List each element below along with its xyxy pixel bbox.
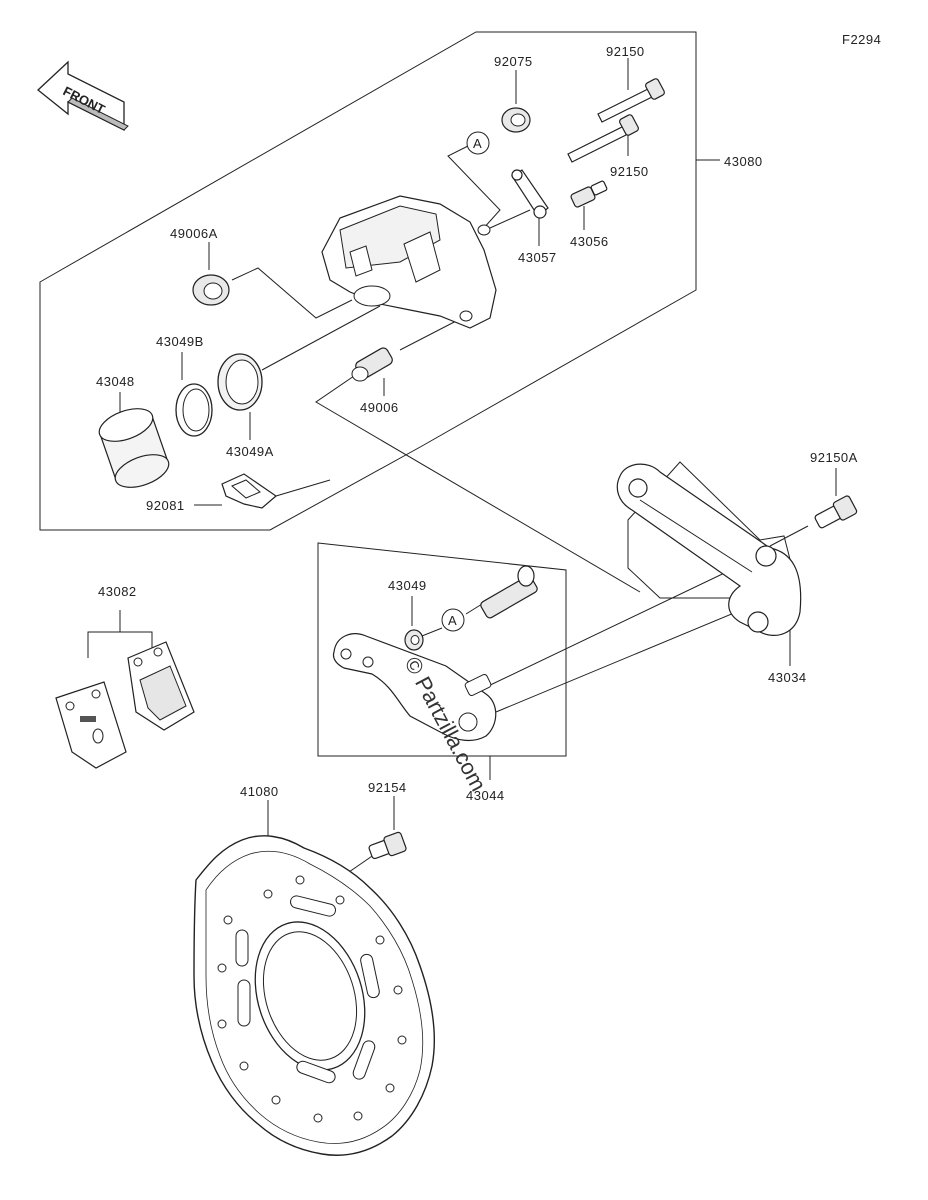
piston-43048 bbox=[98, 408, 170, 488]
brake-pad-left bbox=[55, 681, 127, 769]
part-label-92075[interactable]: 92075 bbox=[494, 54, 533, 69]
pad-spring-43057 bbox=[511, 169, 549, 219]
bolt-92150a bbox=[814, 495, 858, 529]
part-label-92150-lower[interactable]: 92150 bbox=[610, 164, 649, 179]
seal-43049b bbox=[175, 383, 213, 437]
caliper-body bbox=[321, 195, 497, 329]
part-label-43056[interactable]: 43056 bbox=[570, 234, 609, 249]
pin-92150-lower bbox=[567, 114, 639, 163]
part-label-92154[interactable]: 92154 bbox=[368, 780, 407, 795]
part-label-43080[interactable]: 43080 bbox=[724, 154, 763, 169]
part-label-43044[interactable]: 43044 bbox=[466, 788, 505, 803]
part-label-49006[interactable]: 49006 bbox=[360, 400, 399, 415]
figure-id: F2294 bbox=[842, 32, 881, 47]
svg-text:A: A bbox=[473, 136, 482, 151]
part-label-43057[interactable]: 43057 bbox=[518, 250, 557, 265]
bushing-49006 bbox=[351, 347, 393, 382]
part-label-43082[interactable]: 43082 bbox=[98, 584, 137, 599]
brake-disc-41080 bbox=[193, 835, 436, 1156]
part-label-92150-top[interactable]: 92150 bbox=[606, 44, 645, 59]
caliper-assembly-frame bbox=[39, 31, 697, 531]
bracket-43034 bbox=[616, 463, 802, 636]
part-label-49006a[interactable]: 49006A bbox=[170, 226, 218, 241]
bolt-92154 bbox=[368, 831, 407, 860]
brake-pad-right bbox=[127, 641, 195, 731]
callout-marker-a-bottom: A bbox=[441, 608, 465, 632]
front-arrow-icon: FRONT bbox=[37, 60, 129, 132]
boot-49006a bbox=[192, 274, 230, 306]
part-label-43049[interactable]: 43049 bbox=[388, 578, 427, 593]
svg-text:A: A bbox=[448, 613, 457, 628]
pad-clip-92081 bbox=[221, 473, 277, 509]
bleeder-valve-43056 bbox=[570, 180, 608, 208]
part-label-41080[interactable]: 41080 bbox=[240, 784, 279, 799]
part-label-43049b[interactable]: 43049B bbox=[156, 334, 204, 349]
part-label-92150a[interactable]: 92150A bbox=[810, 450, 858, 465]
part-label-43049a[interactable]: 43049A bbox=[226, 444, 274, 459]
part-label-92081[interactable]: 92081 bbox=[146, 498, 185, 513]
callout-marker-a-top: A bbox=[466, 131, 490, 155]
seal-92075 bbox=[501, 107, 531, 133]
bracket-assembly-frame bbox=[317, 542, 567, 757]
part-label-43048[interactable]: 43048 bbox=[96, 374, 135, 389]
part-label-43034[interactable]: 43034 bbox=[768, 670, 807, 685]
slide-pin-43049-assembly bbox=[480, 565, 538, 619]
leader-lines bbox=[87, 58, 837, 893]
washer-43049 bbox=[404, 629, 424, 651]
bracket-plate-43044 bbox=[332, 633, 497, 742]
seal-43049a bbox=[217, 353, 263, 411]
pin-92150-top bbox=[597, 78, 665, 123]
